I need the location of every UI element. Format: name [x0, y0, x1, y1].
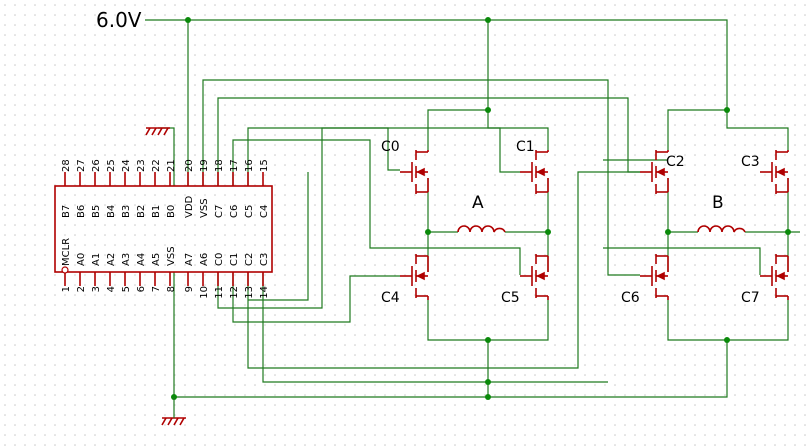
- transistor-label-c2: C2: [666, 154, 685, 170]
- pin-number: 17: [229, 159, 240, 172]
- mosfet-c0: [400, 150, 429, 194]
- pin-name: A0: [76, 253, 87, 266]
- motor-coil-b: [697, 225, 746, 233]
- pin-number: 11: [214, 286, 225, 299]
- mosfet-c5: [520, 254, 549, 300]
- mosfet-c4: [400, 254, 429, 300]
- pin-name: A1: [91, 253, 102, 266]
- pin-number: 13: [244, 286, 255, 299]
- ic-top-pin-numbers: 28 27 26 25 24 23 22 21 20 19 18 17 16 1…: [61, 159, 270, 172]
- microcontroller-ic: 28 27 26 25 24 23 22 21 20 19 18 17 16 1…: [54, 159, 273, 299]
- pin-number: 9: [184, 286, 195, 292]
- pin-name: C3: [259, 253, 270, 266]
- pin-number: 16: [244, 159, 255, 172]
- pin-name: A7: [184, 253, 195, 266]
- pin-name: B4: [106, 205, 117, 218]
- mosfet-c6: [640, 254, 669, 300]
- pin-number: 15: [259, 159, 270, 172]
- pin-number: 4: [106, 286, 117, 292]
- pin-name: C7: [214, 205, 225, 218]
- bridge-label-a: A: [472, 193, 484, 213]
- pin-name: C5: [244, 205, 255, 218]
- ic-top-pin-names: B7 B6 B5 B4 B3 B2 B1 B0 VDD VSS C7 C6 C5…: [61, 195, 270, 218]
- pin-name: A4: [136, 253, 147, 266]
- pin-number: 22: [151, 159, 162, 172]
- ic-bottom-pin-numbers: 1 2 3 4 5 6 7 8 9 10 11 12 13 14: [61, 286, 270, 299]
- transistor-label-c3: C3: [741, 154, 760, 170]
- pin-number: 12: [229, 286, 240, 299]
- mosfet-c3: [760, 150, 789, 194]
- pin-name: B0: [166, 205, 177, 218]
- mosfet-c1: [520, 150, 549, 194]
- transistor-label-c6: C6: [621, 290, 640, 306]
- pin-number: 14: [259, 286, 270, 299]
- pin-number: 20: [184, 159, 195, 172]
- bridge-label-b: B: [712, 193, 724, 213]
- pin-number: 1: [61, 286, 72, 292]
- mosfet-c7: [760, 254, 789, 300]
- pin-number: 21: [166, 159, 177, 172]
- pin-name: A2: [106, 253, 117, 266]
- pin-name: A5: [151, 253, 162, 266]
- pin-number: 5: [121, 286, 132, 292]
- supply-voltage-label: 6.0V: [96, 8, 142, 32]
- pin-name: A6: [199, 253, 210, 266]
- transistor-label-c1: C1: [516, 139, 535, 155]
- pin-number: 26: [91, 159, 102, 172]
- pin-number: 28: [61, 159, 72, 172]
- pin-number: 2: [76, 286, 87, 292]
- motor-coil-a: [457, 225, 506, 233]
- pin-number: 8: [166, 286, 177, 292]
- pin-name: B3: [121, 205, 132, 218]
- pin-number: 24: [121, 159, 132, 172]
- ground-symbol-bottom: [161, 397, 186, 426]
- pin-number: 19: [199, 159, 210, 172]
- pin-number: 6: [136, 286, 147, 292]
- pin-name: MCLR: [61, 238, 72, 266]
- pin-name: C4: [259, 205, 270, 218]
- pin-name: B1: [151, 205, 162, 218]
- pin-name: VDD: [184, 195, 195, 218]
- pin-name: C0: [214, 253, 225, 266]
- ground-symbol-top: [145, 127, 170, 136]
- pin-name: B2: [136, 205, 147, 218]
- pin-name: B7: [61, 205, 72, 218]
- pin-number: 25: [106, 159, 117, 172]
- ic-bottom-pin-names: MCLR A0 A1 A2 A3 A4 A5 VSS A7 A6 C0 C1 C…: [61, 238, 270, 266]
- pin-name: C6: [229, 205, 240, 218]
- pin-name: C1: [229, 253, 240, 266]
- transistor-label-c0: C0: [381, 139, 400, 155]
- pin-name: B6: [76, 205, 87, 218]
- pin-number: 27: [76, 159, 87, 172]
- transistor-label-c5: C5: [501, 290, 520, 306]
- pin-name: VSS: [199, 198, 210, 218]
- transistor-label-c7: C7: [741, 290, 760, 306]
- junctions: [171, 17, 791, 400]
- mosfet-c2: [640, 150, 669, 194]
- pin-number: 7: [151, 286, 162, 292]
- pin-name: VSS: [166, 246, 177, 266]
- pin-number: 3: [91, 286, 102, 292]
- pin-name: C2: [244, 253, 255, 266]
- pin-number: 18: [214, 159, 225, 172]
- pin-number: 10: [199, 286, 210, 299]
- pin-name: B5: [91, 205, 102, 218]
- pin-number: 23: [136, 159, 147, 172]
- pin-name: A3: [121, 253, 132, 266]
- transistor-label-c4: C4: [381, 290, 400, 306]
